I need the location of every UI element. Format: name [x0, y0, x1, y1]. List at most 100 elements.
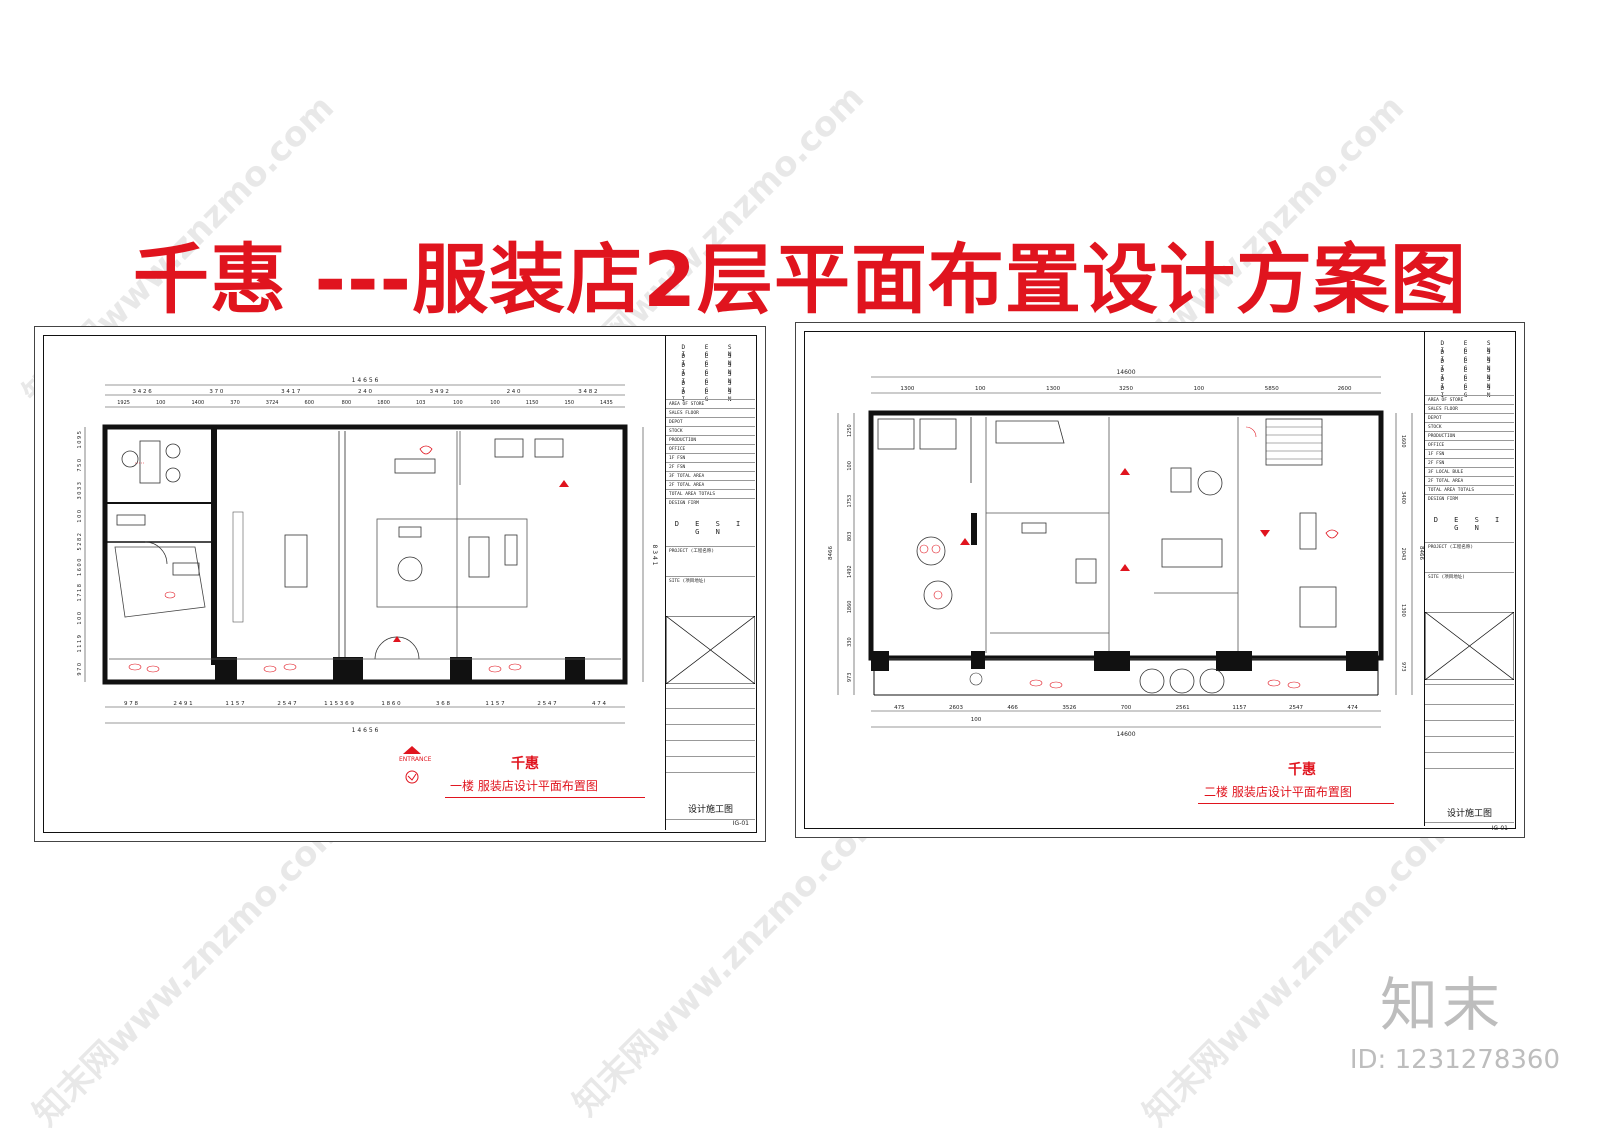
dim-label: 3 4 8 2 [578, 389, 597, 395]
tb-row: 2F TOTAL AREA [666, 480, 755, 490]
dim-label: 1300 [900, 386, 914, 392]
tb-row: STOCK [1425, 422, 1514, 432]
watermark-text: 知末网www.znzmo.com [25, 807, 352, 1134]
brand-watermark-id: ID: 1231278360 [1349, 1045, 1560, 1075]
dim-label: 8466 [828, 546, 834, 560]
tb-row: AREA OF STORE [666, 399, 755, 409]
tb-big-design: D E S I G N [1433, 516, 1506, 532]
dim-label: 9 7 8 [124, 701, 138, 707]
tb-design-line: D E S I G N [1440, 340, 1499, 354]
dim-label: 4 7 4 [592, 701, 606, 707]
dim-label: 100 [1194, 386, 1205, 392]
dim-label: 800 [342, 400, 352, 406]
brand-watermark-logo: 知末 [1379, 971, 1504, 1039]
dim-label: 3724 [266, 400, 279, 406]
dim-label: 100 [975, 386, 986, 392]
tb-row: DEPOT [666, 417, 755, 427]
tb-design-line: D E S I G N [681, 344, 740, 358]
dim-label: 2600 [1338, 386, 1352, 392]
dim-label: 100 [490, 400, 500, 406]
dim-label: 2 4 0 [358, 389, 372, 395]
dim-label: 1 1 1 9 [77, 635, 83, 653]
tb-row [1425, 704, 1514, 714]
tb-row [1425, 720, 1514, 730]
dim-label: 466 [1007, 705, 1018, 711]
tb-cross-box [666, 616, 755, 684]
dim-label: 1150 [526, 400, 539, 406]
tb-design-line: D E S I G N [681, 371, 740, 385]
dim-label: 330 [847, 637, 853, 647]
tb-design-line: D E S I G N [1440, 376, 1499, 390]
dim-label: 3 0 3 3 [77, 482, 83, 500]
dim-label: 100 [847, 461, 853, 471]
sheet-frame [804, 331, 1516, 829]
dim-label: 1 1 5 3 6 9 [324, 701, 354, 707]
dim-label: 14600 [1116, 369, 1135, 376]
tb-row [666, 724, 755, 734]
tb-row [666, 708, 755, 718]
tb-row: PRODUCTION [1425, 431, 1514, 441]
tb-row: DEPOT [1425, 413, 1514, 423]
dim-label: 1492 [847, 565, 853, 578]
dim-label: 5850 [1265, 386, 1279, 392]
dim-label: 1300 [1400, 604, 1406, 617]
tb-project: PROJECT (工程名称) [666, 546, 755, 575]
dim-label: 2043 [1400, 548, 1406, 561]
tb-big-design: D E S I G N [674, 520, 747, 536]
dim-label: 5 2 8 2 [77, 533, 83, 551]
tb-final-label: 设计施工图 [687, 805, 733, 815]
tb-design-line: D E S I G N [1440, 358, 1499, 372]
dim-label: 700 [1121, 705, 1132, 711]
tb-row [1425, 736, 1514, 746]
dim-label: 2 5 4 7 [277, 701, 297, 707]
dim-label: 8 3 4 1 [651, 545, 658, 566]
tb-row [666, 772, 755, 782]
sheet-caption: 一楼 服装店设计平面布置图 [450, 779, 598, 793]
tb-site: SITE (项目地址) [666, 576, 755, 605]
dim-label: 8466 [1418, 546, 1424, 560]
entrance-icon [403, 746, 421, 784]
dim-label: 3 7 0 [209, 389, 223, 395]
tb-row: OFFICE [1425, 440, 1514, 450]
tb-row: 2F TOTAL AREA [1425, 476, 1514, 486]
page-title: 千惠 ---服装店2层平面布置设计方案图 [133, 235, 1467, 324]
dim-label: 2 5 4 7 [537, 701, 557, 707]
sheet-caption: 二楼 服装店设计平面布置图 [1204, 785, 1352, 799]
dim-label: 973 [1400, 662, 1406, 672]
tb-project: PROJECT (工程名称) [1425, 542, 1514, 571]
tb-cross-box [1425, 612, 1514, 680]
dim-label: 103 [416, 400, 426, 406]
tb-row: AREA OF STORE [1425, 395, 1514, 405]
dim-label: 3250 [1119, 386, 1133, 392]
tb-row: SALES FLOOR [666, 408, 755, 418]
tb-design-line: D E S I G N [681, 362, 740, 376]
tb-row [666, 688, 755, 698]
tb-row [666, 740, 755, 750]
dim-label: 1 8 6 0 [381, 701, 401, 707]
dim-label: 1157 [1232, 705, 1246, 711]
tb-row [1425, 768, 1514, 778]
dim-label: 475 [894, 705, 905, 711]
tb-row [1425, 822, 1514, 827]
dim-label: 2 4 9 1 [173, 701, 192, 707]
tb-row: 1F FSN [1425, 449, 1514, 459]
dim-label: 474 [1347, 705, 1358, 711]
dim-label: 1925 [117, 400, 130, 406]
dim-label: 1600 [1400, 435, 1406, 448]
dim-label: 14600 [1116, 731, 1135, 738]
tb-row: DESIGN FIRM [1425, 494, 1514, 504]
dim-label: 9 7 0 [77, 663, 83, 676]
dim-label: 3 4 1 7 [281, 389, 301, 395]
dim-label: 370 [230, 400, 240, 406]
dim-label: 2561 [1176, 705, 1190, 711]
dim-label: 100 [971, 717, 982, 723]
sheet-frame [43, 335, 757, 833]
entrance-label: ENTRANCE [399, 756, 432, 763]
caption-underline [1198, 803, 1394, 804]
tb-row [1425, 752, 1514, 762]
tb-row: 2F FSN [666, 462, 755, 472]
tb-row: STOCK [666, 426, 755, 436]
tb-design-line: D E S I G N [681, 380, 740, 394]
tb-row: DESIGN FIRM [666, 498, 755, 508]
